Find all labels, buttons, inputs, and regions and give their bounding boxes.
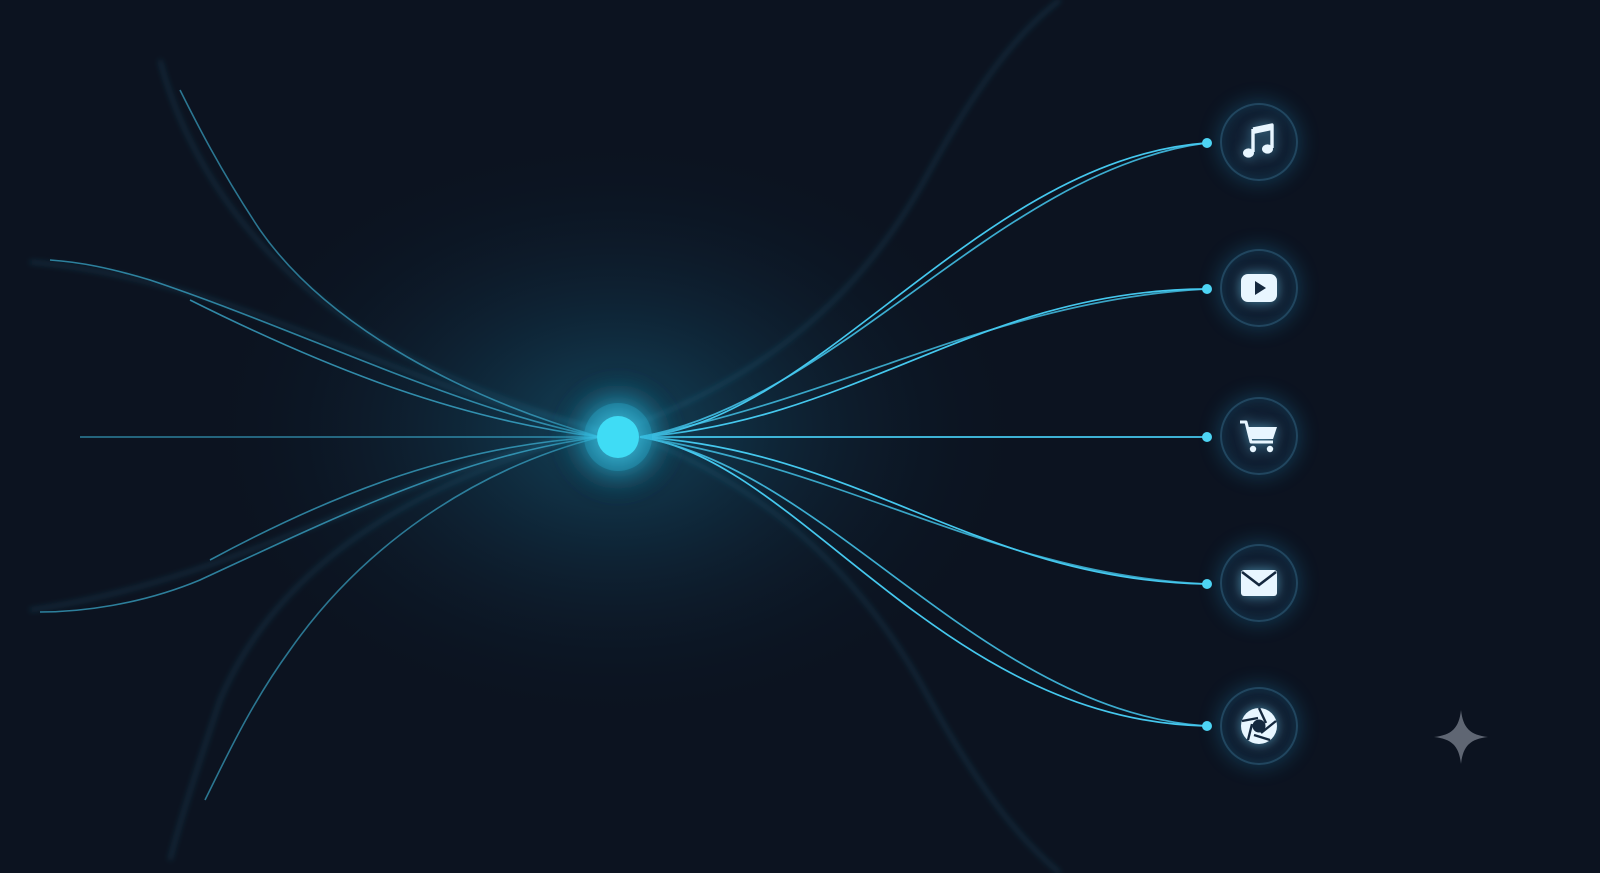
hub-core[interactable] — [597, 416, 639, 458]
music-node[interactable] — [1220, 103, 1298, 181]
camera-node[interactable] — [1220, 687, 1298, 765]
shopping-cart-icon — [1240, 420, 1277, 453]
background-curves — [29, 0, 1061, 873]
camera-aperture-icon — [1241, 707, 1277, 744]
sparkle-star-icon — [1434, 710, 1488, 764]
endpoint-dots — [1202, 138, 1212, 731]
play-video-icon — [1241, 274, 1277, 302]
outgoing-lines — [639, 142, 1207, 727]
mail-envelope-icon — [1241, 570, 1277, 596]
cart-node[interactable] — [1220, 397, 1298, 475]
video-node[interactable] — [1220, 249, 1298, 327]
mail-node[interactable] — [1220, 544, 1298, 622]
music-note-icon — [1243, 123, 1274, 158]
incoming-lines — [39, 89, 601, 801]
